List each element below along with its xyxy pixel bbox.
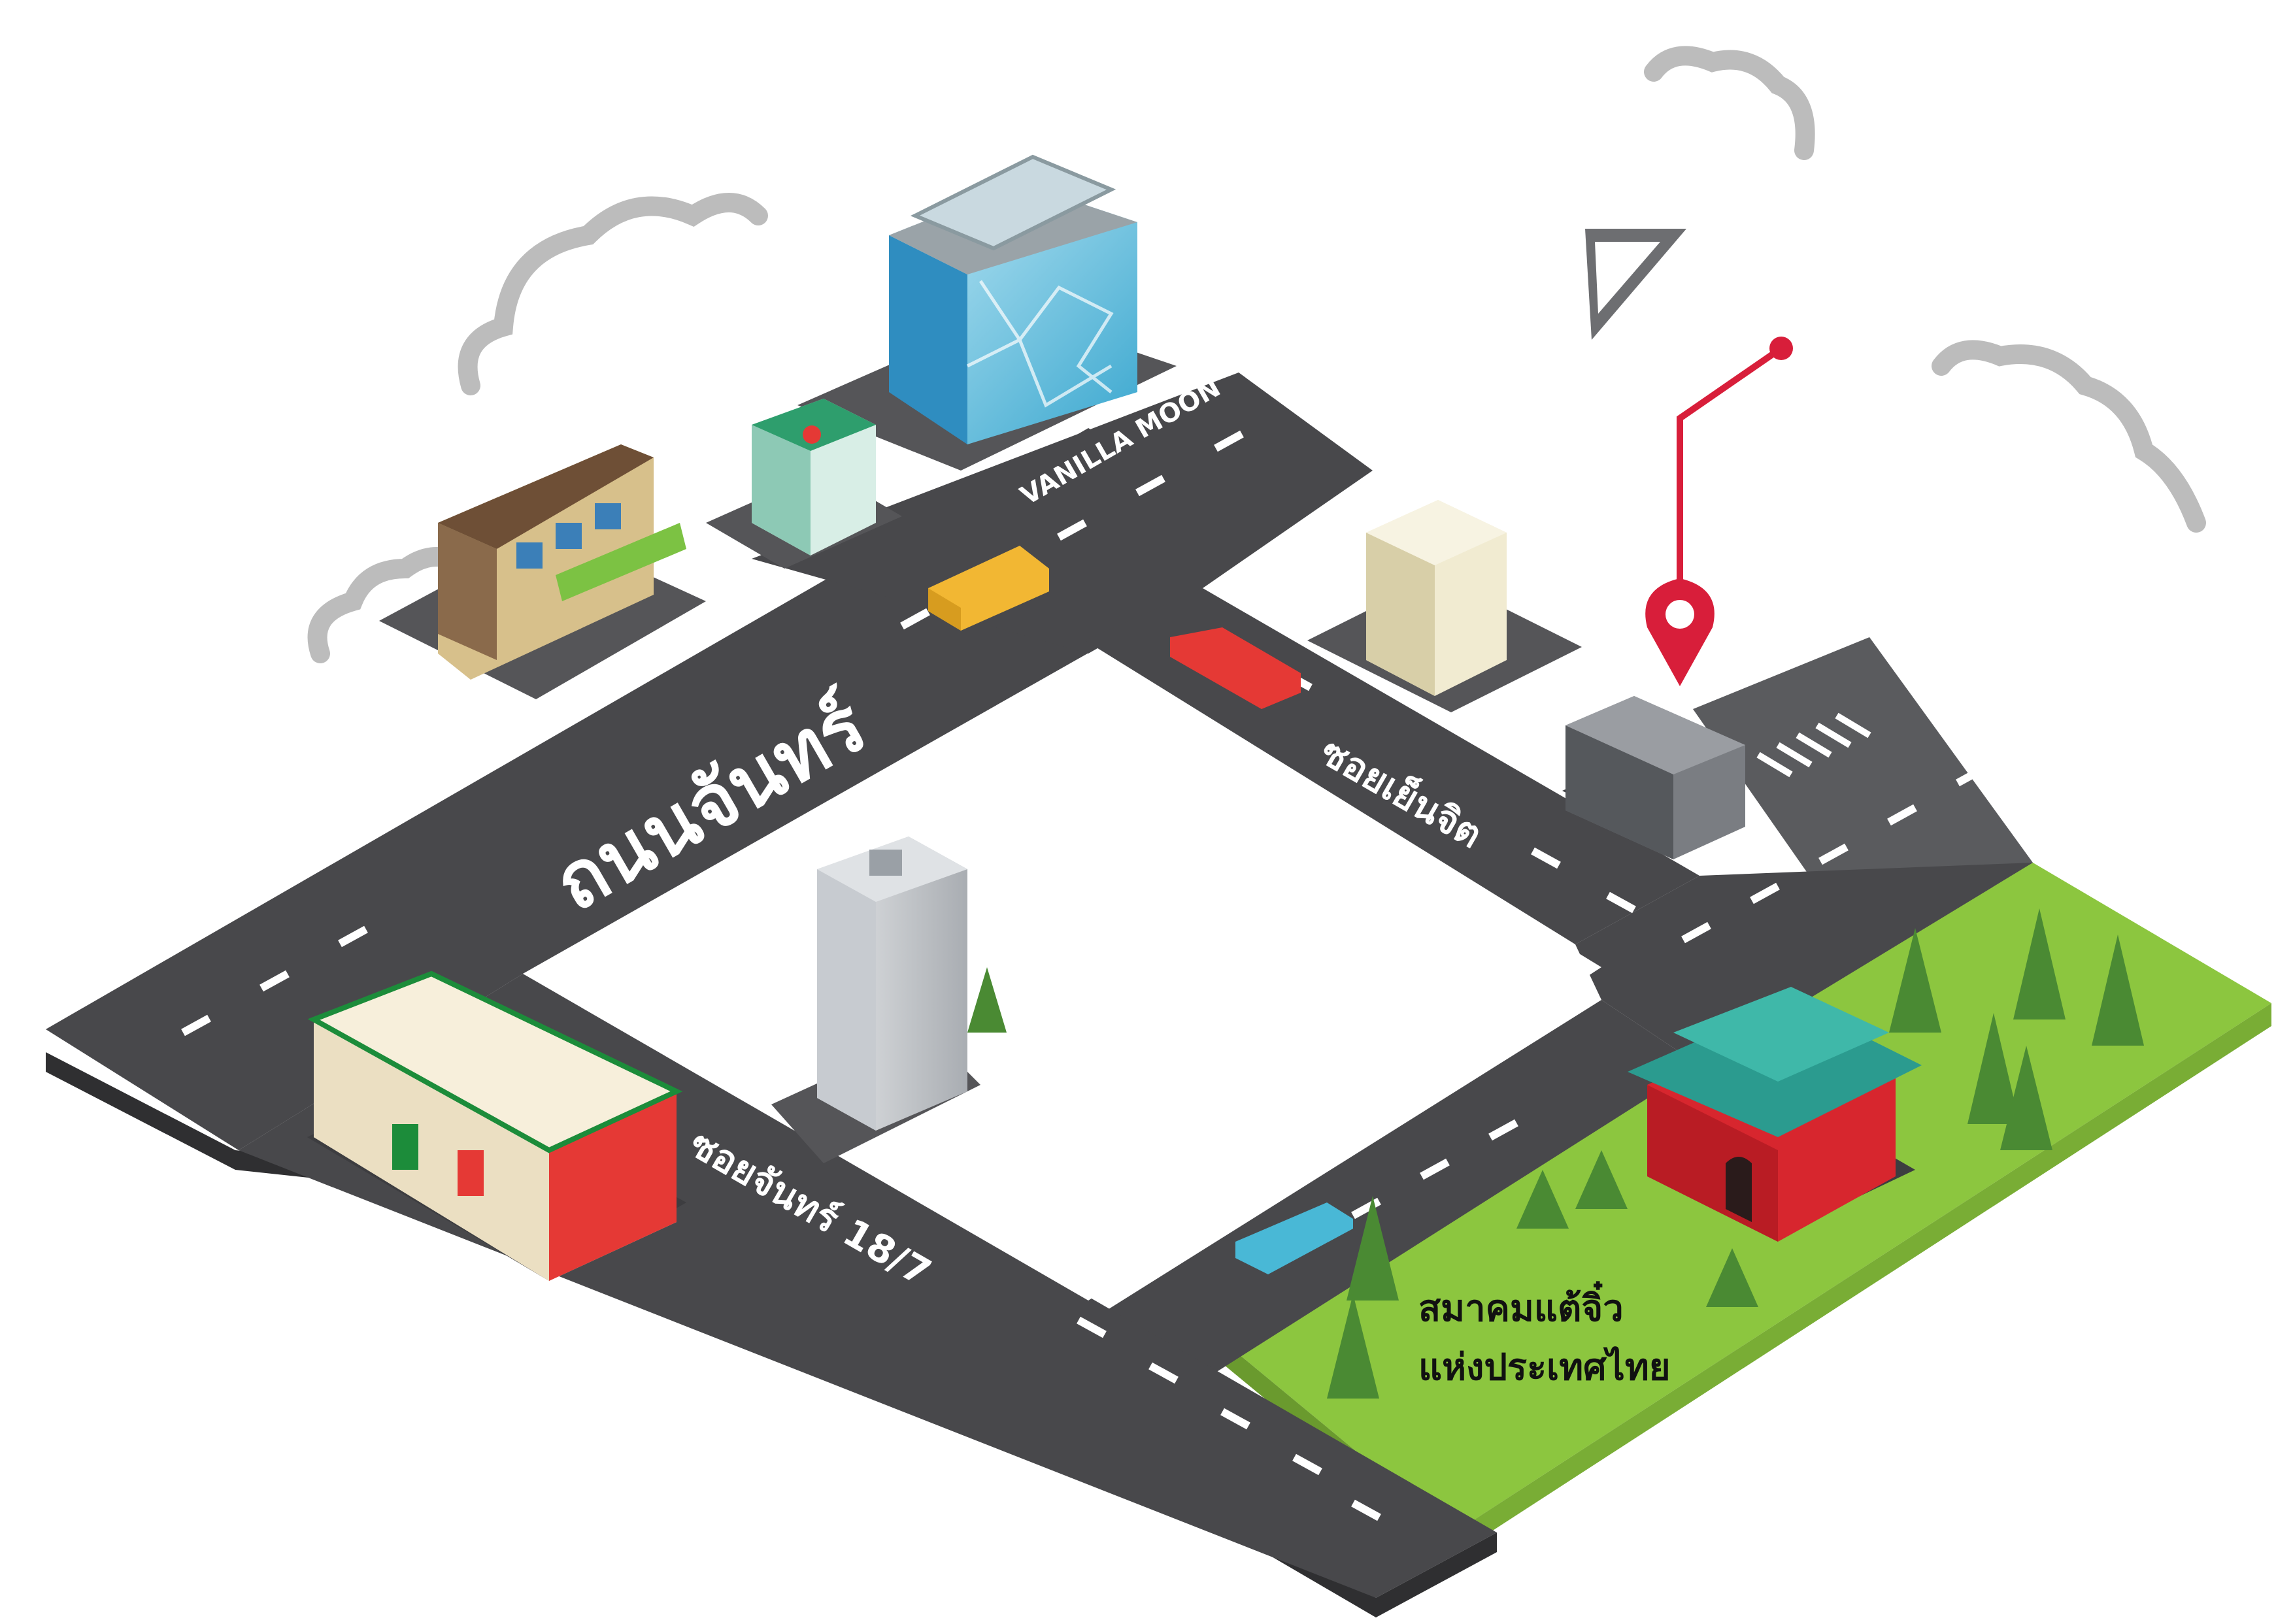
blue-sports-car [1235, 1202, 1353, 1274]
grey-store-building [1562, 696, 1745, 859]
cloud-icon [307, 46, 2206, 663]
chinese-temple-building [1628, 987, 1922, 1242]
red-pickup-truck [1170, 627, 1301, 709]
glass-office-building [797, 154, 1177, 471]
clinic-building [706, 399, 902, 569]
tree-group [967, 908, 2144, 1399]
city-block [523, 654, 1601, 1301]
office-block-building [1307, 500, 1582, 712]
landmark-name-line1: สมาคมแต้จิ๋ว [1418, 1287, 1624, 1330]
parking-lines [1756, 712, 1871, 778]
shophouse-building [379, 444, 706, 699]
convenience-store-building [307, 970, 686, 1281]
parking-lot [1693, 637, 2033, 915]
location-pin-icon [1645, 337, 1793, 686]
skyscraper-building [771, 837, 980, 1163]
yellow-van [928, 546, 1049, 631]
landmark-name-line2: แห่งประเทศไทย [1418, 1346, 1671, 1389]
brand-logo-icon [1585, 229, 1686, 340]
